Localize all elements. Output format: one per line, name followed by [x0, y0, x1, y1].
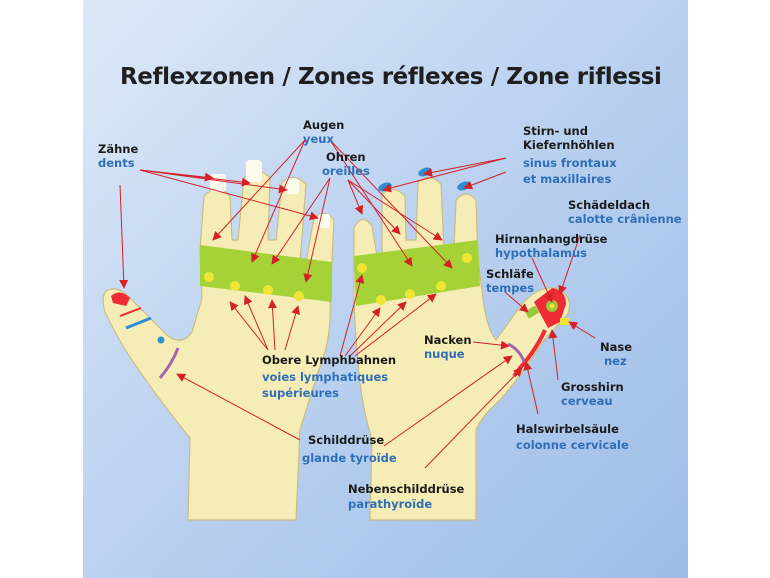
label-schlaefe: Schläfe — [486, 267, 534, 281]
left-thumb-red-stripe — [119, 307, 142, 317]
label-cerveau: cerveau — [561, 394, 613, 408]
label-grosshirn: Grosshirn — [561, 380, 624, 394]
label-halswirbelsaeule: Halswirbelsäule — [516, 422, 619, 436]
label-zaehne: Zähne — [98, 142, 139, 156]
label-nez: nez — [604, 354, 627, 368]
label-kiefernhoehlen: Kiefernhöhlen — [523, 138, 615, 152]
left-thumb-blue-stripe — [125, 316, 152, 330]
label-schilddruese: Schilddrüse — [308, 433, 385, 447]
nose-zone — [560, 318, 570, 325]
label-schaedeldach: Schädeldach — [568, 198, 651, 212]
label-et-maxillaires: et maxillaires — [523, 172, 612, 186]
label-superieures: supérieures — [262, 386, 339, 400]
label-parathyroide: parathyroïde — [348, 497, 433, 511]
right-lymph-band — [354, 240, 480, 306]
label-obere-lymphbahnen: Obere Lymphbahnen — [262, 353, 397, 367]
label-oreilles: oreilles — [322, 164, 370, 178]
label-ohren: Ohren — [326, 150, 366, 164]
label-stirn: Stirn- und — [523, 124, 588, 138]
arrows — [119, 139, 596, 469]
label-nase: Nase — [600, 340, 633, 354]
label-colonne-cervicale: colonne cervicale — [516, 438, 629, 452]
right-lymph-dots — [357, 253, 472, 305]
left-thumb-tip-zone — [111, 292, 130, 306]
temple-zone — [524, 305, 540, 319]
label-hypothalamus: hypothalamus — [495, 246, 587, 260]
label-calotte-cranienne: calotte crânienne — [568, 212, 682, 226]
neck-zone — [507, 342, 526, 363]
label-nebenschilddruese: Nebenschilddrüse — [348, 482, 465, 496]
label-augen: Augen — [303, 118, 345, 132]
label-nuque: nuque — [424, 347, 465, 361]
label-hirnanhangdruese: Hirnanhangdrüse — [495, 232, 608, 246]
left-thumb-blue-dot — [157, 336, 165, 344]
label-glande-tyroide: glande tyroïde — [302, 451, 397, 465]
label-sinus-frontaux: sinus frontaux — [523, 156, 617, 170]
label-yeux: yeux — [303, 132, 334, 146]
label-nacken: Nacken — [424, 333, 472, 347]
label-tempes: tempes — [486, 281, 535, 295]
label-voies-lymphatiques: voies lymphatiques — [262, 370, 389, 384]
label-dents: dents — [98, 156, 135, 170]
left-thyroid-zone — [158, 347, 180, 379]
pituitary-dot — [549, 303, 555, 309]
left-lymph-dots — [204, 272, 304, 301]
left-hand — [102, 160, 335, 521]
diagram-title: Reflexzonen / Zones réflexes / Zone rifl… — [120, 64, 662, 90]
